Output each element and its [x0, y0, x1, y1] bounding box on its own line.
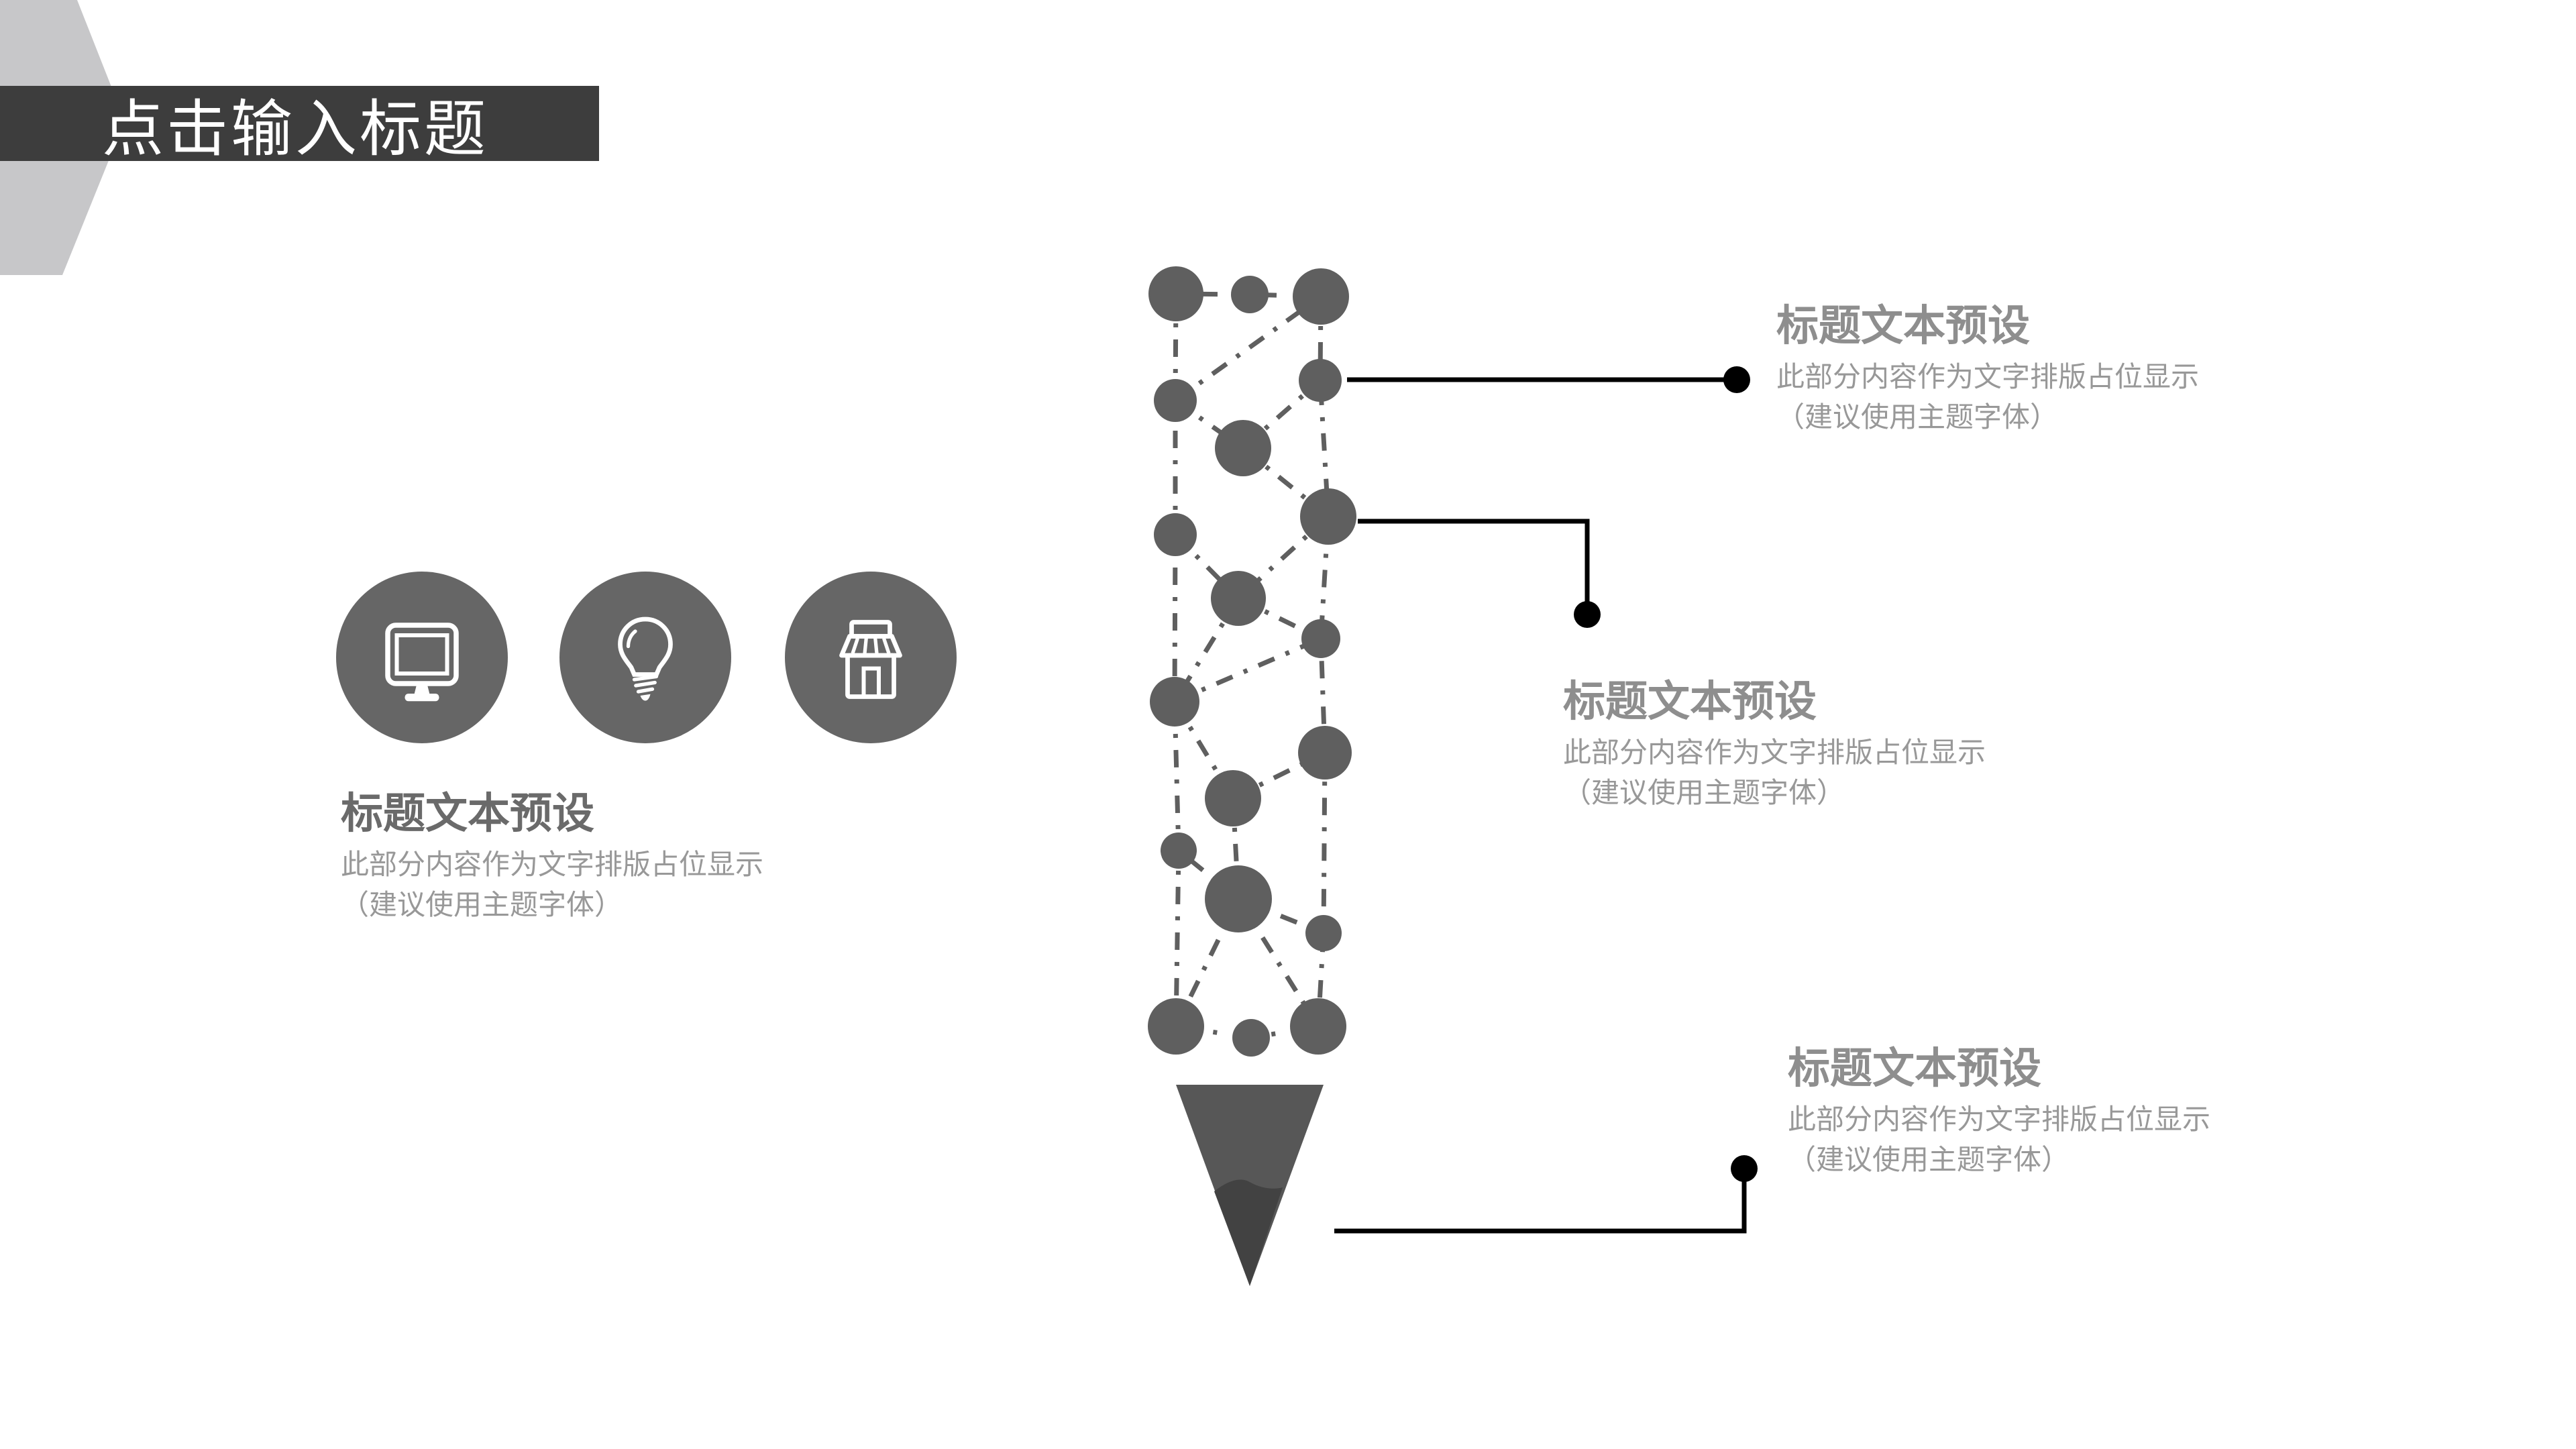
connector-endpoint-dots — [1574, 366, 1758, 1182]
text-block-middle-right-body-line1: 此部分内容作为文字排版占位显示 — [1563, 738, 1986, 769]
text-block-left-body-line2: （建议使用主题字体） — [341, 890, 623, 921]
text-block-top-right[interactable]: 标题文本预设 此部分内容作为文字排版占位显示 （建议使用主题字体） — [1776, 303, 2199, 438]
lightbulb-icon — [618, 616, 673, 701]
text-block-top-right-body-line1: 此部分内容作为文字排版占位显示 — [1776, 362, 2200, 393]
connector-lines — [1334, 377, 1747, 1234]
text-block-left-heading: 标题文本预设 — [341, 790, 594, 837]
pencil-tip — [1176, 1085, 1324, 1286]
text-block-middle-right[interactable]: 标题文本预设 此部分内容作为文字排版占位显示 （建议使用主题字体） — [1563, 678, 1986, 814]
text-block-left[interactable]: 标题文本预设 此部分内容作为文字排版占位显示 （建议使用主题字体） — [341, 790, 763, 926]
storefront-icon — [839, 620, 902, 699]
monitor-icon — [385, 623, 459, 702]
text-block-bottom-right-body-line2: （建议使用主题字体） — [1788, 1145, 2070, 1176]
slide-title: 点击输入标题 — [102, 95, 489, 164]
text-block-left-body: 此部分内容作为文字排版占位显示 （建议使用主题字体） — [341, 845, 763, 926]
icon-badge-storefront — [785, 572, 957, 743]
text-block-middle-right-body-line2: （建议使用主题字体） — [1563, 778, 1845, 809]
icon-badge-lightbulb — [559, 572, 731, 743]
text-block-bottom-right[interactable]: 标题文本预设 此部分内容作为文字排版占位显示 （建议使用主题字体） — [1788, 1045, 2210, 1181]
text-block-bottom-right-body-line1: 此部分内容作为文字排版占位显示 — [1788, 1105, 2211, 1136]
text-block-top-right-body: 此部分内容作为文字排版占位显示 （建议使用主题字体） — [1776, 358, 2199, 438]
text-block-middle-right-heading: 标题文本预设 — [1563, 678, 1817, 725]
text-block-bottom-right-body: 此部分内容作为文字排版占位显示 （建议使用主题字体） — [1788, 1100, 2210, 1181]
text-block-bottom-right-heading: 标题文本预设 — [1788, 1045, 2041, 1092]
text-block-top-right-body-line2: （建议使用主题字体） — [1776, 402, 2059, 433]
text-block-top-right-heading: 标题文本预设 — [1776, 303, 2030, 350]
text-block-left-body-line1: 此部分内容作为文字排版占位显示 — [341, 850, 764, 881]
text-block-middle-right-body: 此部分内容作为文字排版占位显示 （建议使用主题字体） — [1563, 733, 1986, 814]
network-dots — [1148, 266, 1356, 1057]
icon-badge-monitor — [336, 572, 508, 743]
title-placeholder[interactable]: 点击输入标题 — [0, 86, 599, 164]
